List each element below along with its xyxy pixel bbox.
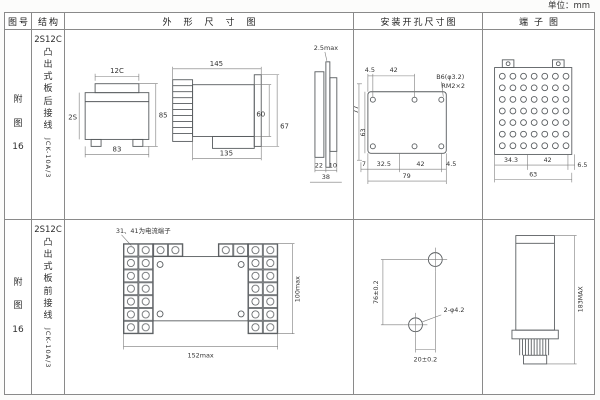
fig-no-row1: 附 图 16: [5, 30, 32, 220]
dim-100max: 100max: [293, 276, 301, 302]
relay-body-outline: [152, 256, 249, 322]
header-install-label: 安装开孔尺寸图: [380, 17, 458, 28]
dim-left-77: 77: [354, 106, 360, 114]
mounting-hole-dim-lines: [380, 247, 448, 353]
hole-count-label: 2-φ4.2: [444, 306, 465, 314]
header-terminal: 端子图: [483, 13, 594, 30]
front-panel-dim-lines: [123, 243, 295, 350]
cutout-dim-lines: [356, 73, 447, 185]
dim-34-3: 34.3: [504, 157, 518, 164]
product-code-row1: JCK-10A/3: [44, 137, 52, 179]
edge-view: [314, 61, 338, 168]
terminal-cell-row2: 183MAX: [483, 220, 594, 394]
header-fig-no-label: 图号: [7, 17, 30, 28]
spec-table: 图号 结构 外形尺寸图 安装开孔尺寸图 端子图 附 图 16 2S12C 凸出式…: [4, 12, 595, 395]
dim-183max: 183MAX: [577, 286, 584, 313]
dim-bottom-4-5: 4.5: [446, 160, 456, 168]
outline-cell-row1: 12C 2S 83 85: [65, 30, 354, 220]
dim-top-4-5: 4.5: [365, 66, 375, 74]
product-code-row2: JCK-10A/3: [44, 327, 52, 369]
install-cell-row1: 4.5 42 B6(φ3.2) RM2×2 77 63 7 32.5 42 4.…: [354, 30, 483, 220]
structure-row2: 2S12C 凸出式板前接线 JCK-10A/3: [32, 220, 65, 394]
install-drawing-front-wiring: 76±0.2 2-φ4.2 20±0.2: [372, 247, 465, 363]
terminal-block-outline: [494, 59, 573, 155]
current-terminal-note: 31、41为电流端子: [116, 226, 171, 235]
dim-left-63: 63: [359, 128, 367, 136]
front-view: [84, 83, 150, 147]
dim-22: 22: [315, 161, 323, 169]
terminal-grid: [498, 72, 570, 150]
dim-bottom-total-79: 79: [402, 172, 410, 180]
outline-drawing-front-wiring: 31、41为电流端子: [116, 226, 302, 360]
front-panel-view: [123, 243, 279, 335]
profile-dim-lines: [546, 235, 577, 365]
header-fig-no: 图号: [5, 13, 32, 30]
fig-no-row2-label: 附 图 16: [12, 277, 24, 335]
dim-20: 20±0.2: [414, 355, 438, 363]
outline-cell-row2: 31、41为电流端子: [65, 220, 354, 394]
dim-10: 10: [329, 161, 337, 169]
header-outline-label: 外形尺寸图: [162, 17, 268, 28]
outline-drawing-rear-wiring: 12C 2S 83 85: [68, 44, 342, 183]
header-install: 安装开孔尺寸图: [354, 13, 483, 30]
cutout-outline: [367, 91, 447, 154]
dim-6-5: 6.5: [577, 162, 587, 169]
dim-width-83: 83: [113, 145, 122, 153]
header-structure: 结构: [32, 13, 65, 30]
header-structure-label: 结构: [37, 17, 60, 28]
dim-152max: 152max: [188, 351, 214, 359]
side-view-dim-lines: [172, 66, 280, 161]
terminal-cell-row1: 34.3 42 6.5 63: [483, 30, 594, 220]
dim-bottom-7: 7: [362, 160, 366, 168]
terminal-dim-lines: [494, 154, 575, 183]
fig-no-row1-label: 附 图 16: [12, 95, 24, 153]
front-view-dim-lines: [78, 73, 158, 158]
mounting-holes: [408, 252, 443, 333]
dim-height-85: 85: [159, 112, 168, 120]
tap-spec-label: RM2×2: [441, 82, 465, 90]
dim-gap-25max: 2.5max: [314, 44, 339, 52]
terminal-drawing-row1: 34.3 42 6.5 63: [494, 59, 587, 183]
dim-section-12c: 12C: [110, 67, 124, 75]
model-row1: 2S12C: [34, 35, 62, 45]
mount-type-row2: 凸出式板前接线: [43, 238, 53, 321]
dim-bottom-32-5: 32.5: [377, 160, 391, 168]
dim-42: 42: [544, 157, 552, 164]
hole-spec-label: B6(φ3.2): [436, 73, 464, 81]
dim-height-60: 60: [256, 111, 265, 119]
dim-76: 76±0.2: [372, 280, 380, 304]
side-view: [172, 74, 262, 149]
model-row2: 2S12C: [34, 225, 62, 235]
edge-view-dim-lines: [309, 51, 342, 183]
dim-section-2s: 2S: [68, 114, 77, 122]
dim-length-135: 135: [220, 149, 233, 157]
install-drawing-rear-wiring: 4.5 42 B6(φ3.2) RM2×2 77 63 7 32.5 42 4.…: [354, 66, 465, 185]
structure-row1: 2S12C 凸出式板后接线 JCK-10A/3: [32, 30, 65, 220]
install-cell-row2: 76±0.2 2-φ4.2 20±0.2: [354, 220, 483, 394]
dim-length-145: 145: [210, 60, 223, 68]
unit-label: 单位：mm: [547, 1, 590, 11]
header-outline: 外形尺寸图: [65, 13, 354, 30]
relay-side-profile: [511, 235, 559, 365]
terminal-drawing-row2: 183MAX: [511, 235, 584, 365]
dim-bottom-42: 42: [416, 160, 424, 168]
dim-38: 38: [322, 173, 330, 181]
fig-no-row2: 附 图 16: [5, 220, 32, 394]
dim-height-67: 67: [280, 122, 289, 130]
dim-total-63: 63: [529, 172, 537, 179]
dim-top-42: 42: [390, 66, 398, 74]
mount-type-row1: 凸出式板后接线: [43, 48, 53, 131]
header-terminal-label: 端子图: [518, 17, 564, 28]
